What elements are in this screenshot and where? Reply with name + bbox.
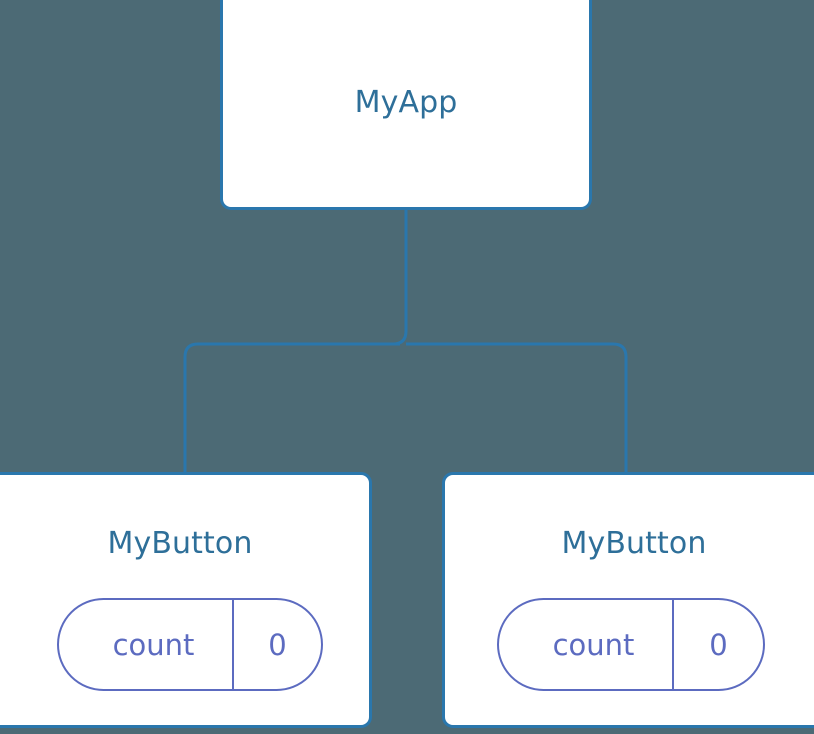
node-myapp-label: MyApp [354, 85, 458, 120]
state-pill-left[interactable]: count 0 [57, 598, 323, 691]
state-pill-right-divider [672, 600, 674, 689]
edge-to-child-right [406, 342, 628, 480]
state-pill-left-value: 0 [268, 627, 287, 662]
edge-to-child-left [183, 342, 400, 480]
node-myapp[interactable]: MyApp [220, 0, 592, 210]
state-pill-left-key: count [112, 627, 195, 662]
node-mybutton-right-label: MyButton [561, 526, 707, 561]
state-pill-right-key: count [552, 627, 635, 662]
node-mybutton-right[interactable]: MyButton count 0 [442, 472, 814, 728]
state-pill-right[interactable]: count 0 [497, 598, 765, 691]
node-mybutton-left[interactable]: MyButton count 0 [0, 472, 372, 728]
state-pill-left-divider [232, 600, 234, 689]
state-pill-right-value: 0 [709, 627, 728, 662]
edge-root-trunk [392, 198, 408, 346]
node-mybutton-left-label: MyButton [107, 526, 253, 561]
